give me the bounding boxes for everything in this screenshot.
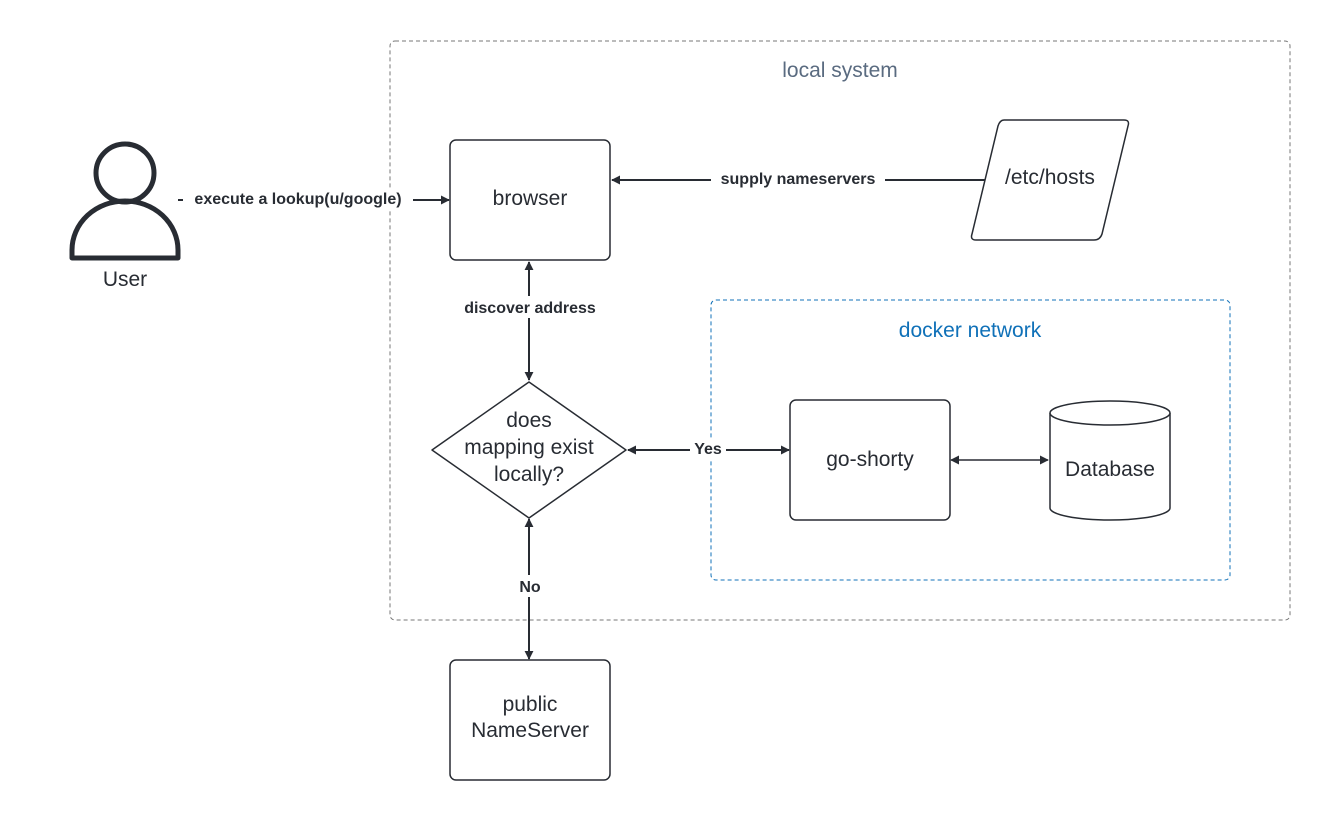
decision-line-2: mapping exist [464, 436, 594, 459]
public-nameserver-line-2: NameServer [471, 719, 589, 742]
browser-node[interactable]: browser [449, 139, 611, 261]
edge-labels: execute a lookup(u/google) supply namese… [183, 168, 885, 597]
local-system-border [389, 40, 1291, 621]
hosts-label: /etc/hosts [1005, 166, 1095, 189]
yes-label: Yes [694, 441, 722, 458]
user-actor[interactable]: User [69, 141, 181, 291]
go-shorty-node[interactable]: go-shorty [789, 399, 951, 521]
user-label: User [103, 268, 147, 291]
hosts-node[interactable]: /etc/hosts [970, 119, 1130, 241]
public-nameserver-line-1: public [503, 693, 558, 716]
decision-line-3: locally? [494, 463, 564, 486]
decision-node[interactable]: does mapping exist locally? [431, 381, 627, 519]
discover-label: discover address [464, 300, 596, 317]
database-label: Database [1065, 458, 1155, 481]
public-nameserver-node[interactable]: public NameServer [449, 659, 611, 781]
go-shorty-label: go-shorty [826, 448, 914, 471]
database-node[interactable]: Database [1049, 400, 1171, 521]
local-system-group: local system [389, 40, 1291, 621]
supply-label: supply nameservers [721, 171, 876, 188]
browser-label: browser [493, 187, 568, 210]
lookup-label: execute a lookup(u/google) [194, 191, 401, 208]
decision-line-1: does [506, 409, 552, 432]
docker-network-title: docker network [899, 319, 1042, 342]
local-system-title: local system [782, 59, 898, 82]
no-label: No [519, 579, 541, 596]
user-icon [69, 141, 181, 261]
